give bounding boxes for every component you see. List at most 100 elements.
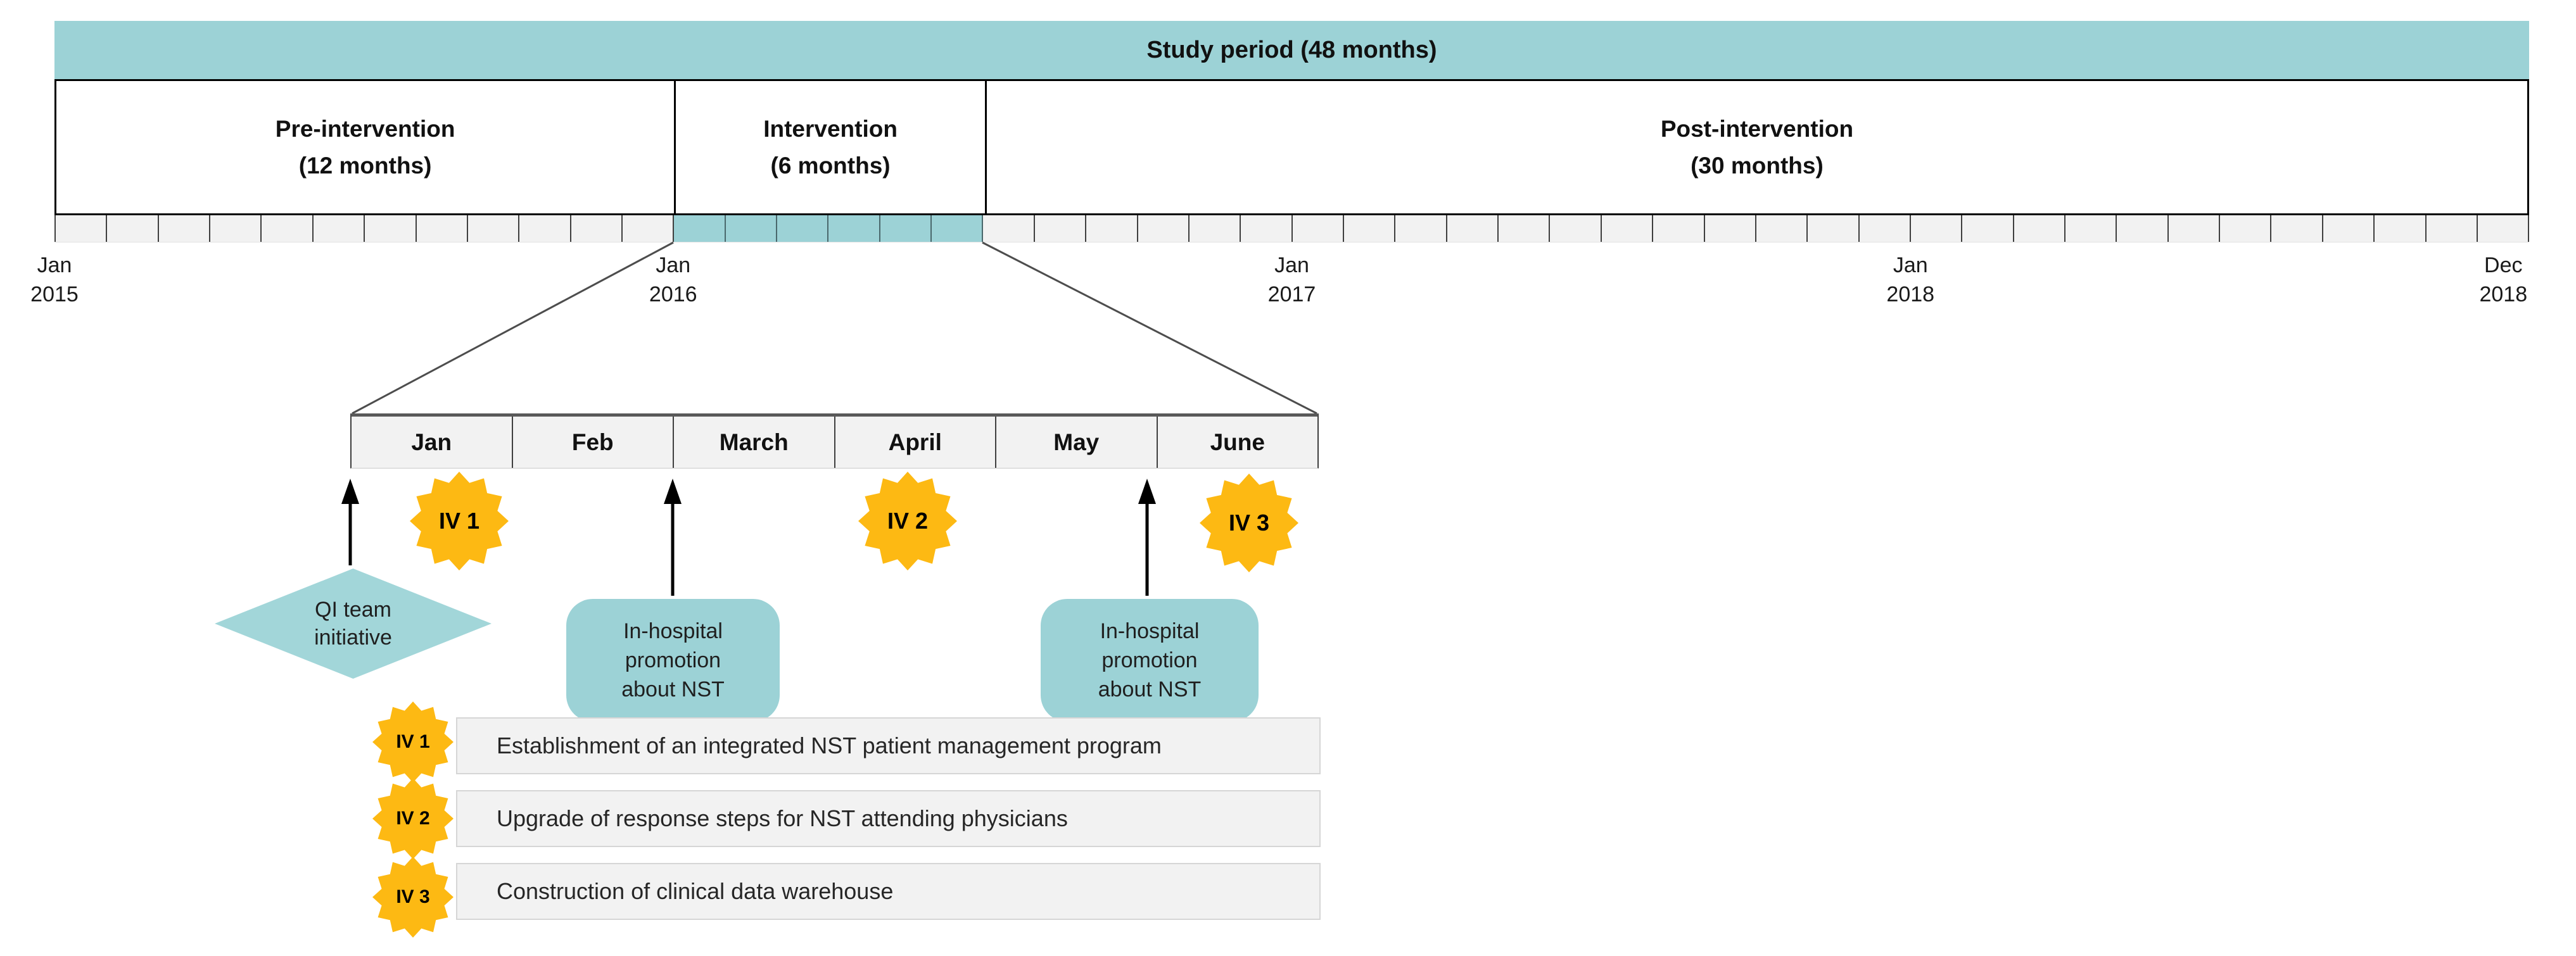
promotion-box-2-line1: In-hospital [1100, 619, 1200, 643]
detail-month-feb: Feb [513, 417, 674, 468]
ruler-cell [1499, 215, 1551, 242]
ruler-cell [210, 215, 262, 242]
ruler-cell [1910, 215, 1963, 242]
ruler-cell [2168, 215, 2221, 242]
ruler-cell [1962, 215, 2014, 242]
ruler-cell [107, 215, 159, 242]
iv2-starburst-label: IV 2 [887, 508, 929, 534]
section-post-intervention: Post-intervention (30 months) [984, 81, 2527, 213]
qi-team-diamond: QI team initiative [215, 569, 492, 679]
ruler-cell [1550, 215, 1602, 242]
iv2-starburst: IV 2 [858, 472, 957, 570]
legend-iv1-starburst: IV 1 [372, 701, 454, 783]
promotion-box-2: In-hospital promotion about NST [1041, 599, 1259, 722]
detail-month-june: June [1210, 429, 1265, 455]
ruler-cell [54, 215, 108, 242]
ruler-cell [158, 215, 211, 242]
ruler-cell-intervention [777, 215, 829, 242]
ruler-cell [571, 215, 623, 242]
legend-iv3-badge: IV 3 [396, 886, 430, 907]
ruler-cell [1241, 215, 1293, 242]
section-intervention-duration: (6 months) [770, 152, 891, 179]
ruler-cell [1447, 215, 1499, 242]
legend-iv1-badge: IV 1 [396, 731, 430, 752]
ruler-cell [313, 215, 365, 242]
section-post-intervention-duration: (30 months) [1691, 152, 1824, 179]
ruler-cell [1808, 215, 1860, 242]
arrowhead-promo-1 [664, 479, 682, 504]
ruler-cell [2065, 215, 2117, 242]
promotion-box-1-line1: In-hospital [623, 619, 723, 643]
month-ruler [54, 215, 2530, 242]
ruler-cell [2323, 215, 2375, 242]
ruler-cell [1034, 215, 1087, 242]
arrowhead-promo-2 [1138, 479, 1156, 504]
funnel-line-left [352, 241, 674, 415]
promotion-box-1-line3: about NST [621, 677, 725, 701]
detail-month-may: May [996, 417, 1158, 468]
detail-month-april: April [835, 417, 996, 468]
promotion-box-2-line2: promotion [1101, 648, 1198, 672]
qi-team-line1: QI team [315, 598, 391, 622]
detail-month-jan: Jan [352, 417, 513, 468]
ruler-cell [365, 215, 417, 242]
section-intervention: Intervention (6 months) [674, 81, 985, 213]
iv3-starburst-label: IV 3 [1228, 510, 1270, 536]
ruler-cell [2117, 215, 2169, 242]
section-post-intervention-name: Post-intervention [1660, 115, 1854, 142]
legend-iv2-badge: IV 2 [396, 808, 430, 829]
study-period-title: Study period (48 months) [1146, 36, 1437, 63]
ruler-cell [1292, 215, 1344, 242]
ruler-cell [622, 215, 675, 242]
legend-item-iv3: Construction of clinical data warehouse [456, 863, 1321, 920]
qi-team-line2: initiative [314, 626, 392, 650]
ruler-cell [1601, 215, 1654, 242]
ruler-cell [1395, 215, 1447, 242]
section-pre-intervention: Pre-intervention (12 months) [56, 81, 674, 213]
legend-iv3-text: Construction of clinical data warehouse [497, 878, 894, 904]
ruler-cell [1756, 215, 1808, 242]
promotion-box-1-line2: promotion [625, 648, 721, 672]
legend-iv1-text: Establishment of an integrated NST patie… [497, 733, 1162, 758]
legend-item-iv2: Upgrade of response steps for NST attend… [456, 790, 1321, 847]
ruler-cell [1704, 215, 1756, 242]
iv1-starburst: IV 1 [410, 472, 509, 570]
ruler-cell [1189, 215, 1241, 242]
ruler-cell [262, 215, 314, 242]
ruler-cell [2375, 215, 2427, 242]
ruler-cell [1653, 215, 1705, 242]
ruler-cell [519, 215, 571, 242]
section-pre-intervention-duration: (12 months) [298, 152, 432, 179]
ruler-cell [1138, 215, 1190, 242]
ruler-cell-intervention [674, 215, 726, 242]
arrowhead-qi-team [341, 479, 359, 504]
ruler-cell-intervention [828, 215, 880, 242]
section-intervention-name: Intervention [763, 115, 898, 142]
promotion-box-2-line3: about NST [1098, 677, 1202, 701]
ruler-cell [467, 215, 520, 242]
legend-iv3-starburst: IV 3 [372, 857, 454, 938]
ruler-cell [2271, 215, 2323, 242]
iv3-starburst: IV 3 [1200, 474, 1298, 572]
ruler-cell [2477, 215, 2530, 242]
ruler-cell [1343, 215, 1396, 242]
ruler-cell [983, 215, 1035, 242]
detail-month-march: March [674, 417, 835, 468]
phase-sections-row: Pre-intervention (12 months) Interventio… [54, 79, 2529, 215]
ruler-cell [1859, 215, 1911, 242]
legend-iv2-text: Upgrade of response steps for NST attend… [497, 805, 1068, 831]
funnel-line-right [982, 241, 1317, 415]
section-pre-intervention-name: Pre-intervention [275, 115, 455, 142]
ruler-cell [416, 215, 468, 242]
legend-iv2-starburst: IV 2 [372, 778, 454, 859]
legend-item-iv1: Establishment of an integrated NST patie… [456, 717, 1321, 774]
ruler-cell-intervention [880, 215, 932, 242]
ruler-cell [2426, 215, 2478, 242]
